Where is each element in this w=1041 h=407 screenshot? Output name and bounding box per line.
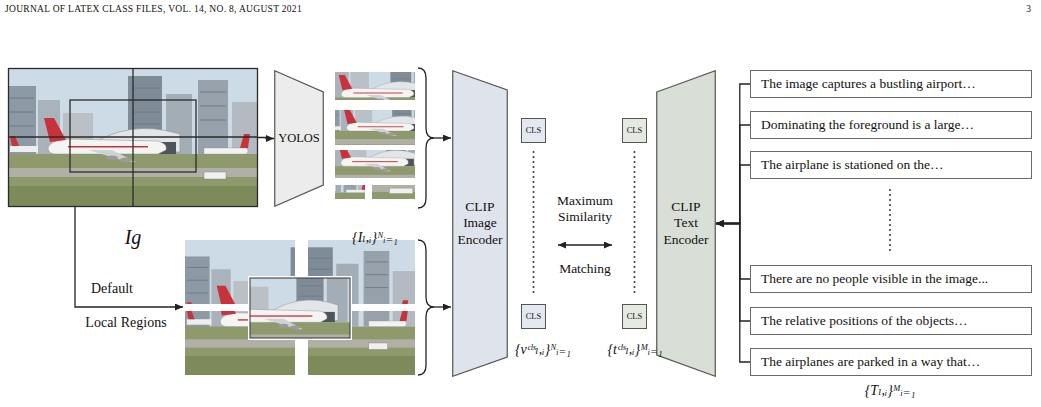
flow-arrow (434, 306, 451, 307)
block-shape (453, 71, 508, 377)
description-box: There are no people visible in the image… (750, 265, 1032, 293)
description-text: There are no people visible in the image… (761, 271, 988, 287)
bracket (418, 68, 434, 375)
cls-token: CLS (622, 304, 647, 329)
block-label: CLIP Text Encoder (660, 199, 712, 248)
connector-arrow (716, 165, 750, 224)
block-label: CLS (526, 125, 542, 135)
connector-arrow (716, 84, 750, 224)
description-box: The airplane is stationed on the… (750, 151, 1032, 179)
region-grid (8, 68, 258, 207)
block-label: CLIP Image Encoder (454, 199, 506, 248)
input-image: Ig (8, 68, 258, 207)
description-box: The image captures a bustling airport… (750, 70, 1032, 98)
connector-arrow (716, 224, 750, 280)
description-text: The image captures a bustling airport… (761, 76, 976, 92)
description-box: Dominating the foreground is a large… (750, 111, 1032, 139)
description-text: Dominating the foreground is a large… (761, 117, 974, 133)
detector-block: YOLOS (274, 70, 324, 207)
cls-token: CLS (521, 118, 546, 143)
block-shape (275, 71, 324, 207)
figure-symbol: Ig (8, 225, 258, 249)
set-symbol: {Iₗ,ᵢ}ᴺᵢ₌₁ (352, 230, 398, 247)
matching-arrow (558, 244, 612, 245)
default-crops (185, 240, 415, 375)
description-box: The airplanes are parked in a way that… (750, 348, 1032, 376)
set-symbol: {tᶜˡˢₗ,ᵢ}ᴹᵢ₌₁ (607, 342, 662, 359)
cls-token: CLS (622, 118, 647, 143)
input-photo (8, 68, 258, 207)
block-label: CLS (627, 311, 643, 321)
description-text: The airplanes are parked in a way that… (761, 354, 980, 370)
block-label: YOLOS (275, 131, 323, 146)
set-symbol: {vᶜˡˢₗ,ᵢ}ᴺᵢ₌₁ (515, 342, 571, 359)
arrow-label: Maximum Similarity (548, 193, 622, 225)
flow-arrow (434, 137, 451, 138)
block-label: CLS (526, 311, 542, 321)
encoder-block: CLIP Text Encoder (656, 70, 716, 377)
detected-crops (179, 44, 471, 217)
connector-arrow (716, 125, 750, 224)
connector-arrow (716, 224, 750, 322)
default-path-arrow (75, 207, 183, 307)
cls-token: CLS (521, 304, 546, 329)
path-label: Default (91, 281, 133, 298)
description-box: The relative positions of the objects… (750, 307, 1032, 335)
connector-arrow (716, 224, 750, 363)
arrow-label: Matching (559, 261, 611, 277)
running-header: JOURNAL OF LATEX CLASS FILES, VOL. 14, N… (5, 4, 302, 15)
page-number: 3 (1026, 4, 1031, 15)
encoder-block: CLIP Image Encoder (452, 70, 508, 377)
description-text: The airplane is stationed on the… (761, 157, 944, 173)
set-symbol: {Tₗ,ᵢ}ᴹᵢ₌₁ (865, 383, 916, 400)
connector-arrow (258, 138, 274, 139)
block-label: CLS (627, 125, 643, 135)
path-label: Local Regions (85, 315, 166, 332)
block-shape (657, 71, 716, 377)
description-text: The relative positions of the objects… (761, 313, 968, 329)
